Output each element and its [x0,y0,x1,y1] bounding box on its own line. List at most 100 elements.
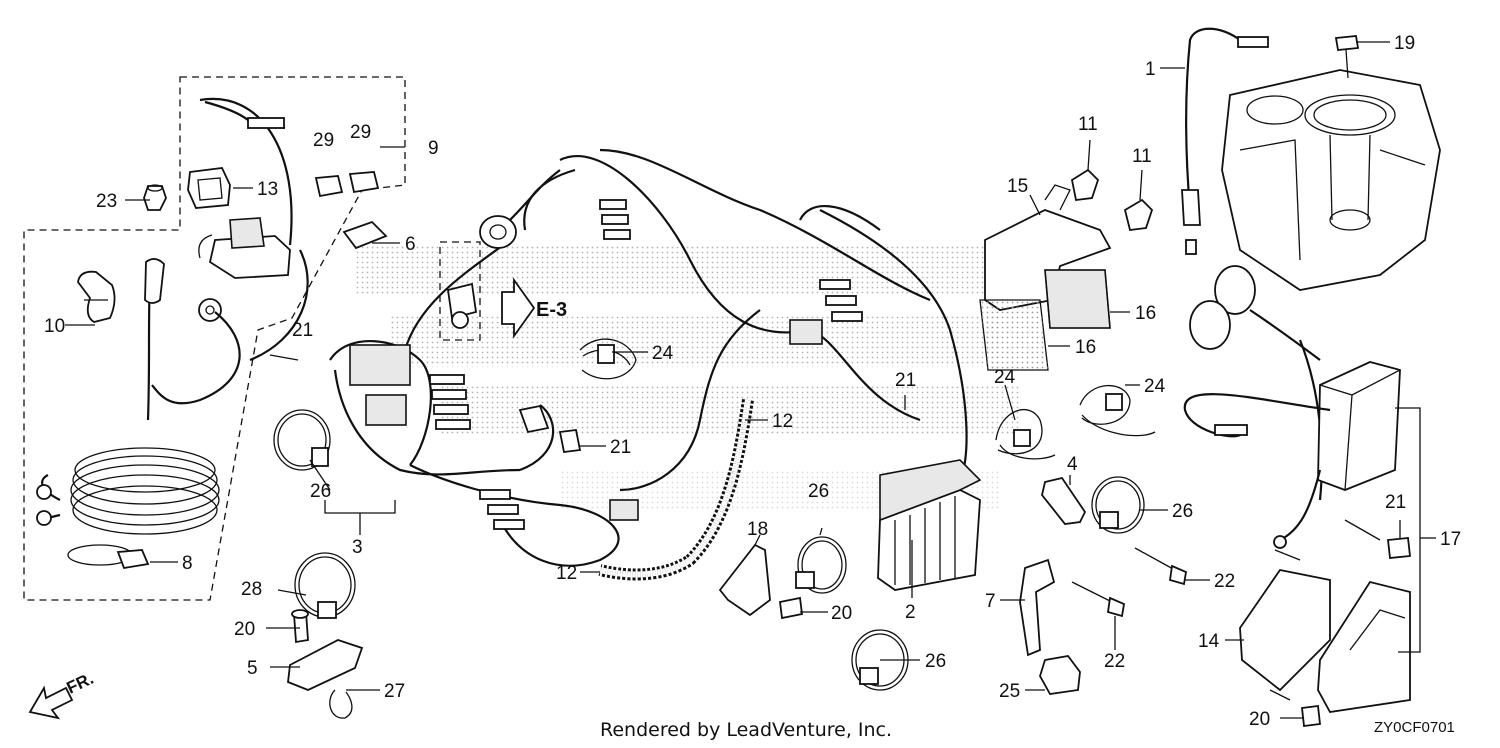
callout-21-b[interactable]: 21 [610,437,631,458]
part-stay-7[interactable] [1019,558,1056,657]
part-clip-6[interactable] [342,220,388,250]
part-grommet-e3[interactable] [479,169,561,249]
callout-25[interactable]: 25 [999,681,1020,702]
part-nut-23[interactable] [143,184,167,211]
part-bracket-5[interactable] [287,639,364,691]
callout-11-a[interactable]: 11 [1078,114,1098,135]
callout-21-d[interactable]: 21 [1385,492,1406,513]
part-band-24-right-b[interactable] [1079,384,1156,437]
part-main-harness[interactable] [329,148,968,567]
callout-12-b[interactable]: 12 [556,563,577,584]
callout-26-b[interactable]: 26 [808,481,829,502]
callout-26-d[interactable]: 26 [925,651,946,672]
part-connector-29a[interactable] [314,175,344,198]
callout-11-b[interactable]: 11 [1132,146,1152,167]
kit-outline [23,76,406,601]
callout-4[interactable]: 4 [1067,454,1078,475]
callout-21-c[interactable]: 21 [895,370,916,391]
callout-14[interactable]: 14 [1198,631,1220,652]
callout-20-b[interactable]: 20 [831,603,852,624]
callout-24-a[interactable]: 24 [652,343,674,364]
part-cushion-16-a[interactable] [1044,269,1111,329]
diagram-code: ZY0CF0701 [1374,719,1455,736]
part-cushion-16-b[interactable] [979,299,1049,371]
callout-24-b[interactable]: 24 [994,367,1016,388]
callout-10[interactable]: 10 [44,316,65,337]
part-bolt-21-right[interactable] [1387,537,1411,559]
part-clip-11-b[interactable] [1123,198,1154,231]
callout-5[interactable]: 5 [247,658,258,679]
part-regulator-2[interactable] [877,459,982,591]
part-band-24-right-a[interactable] [995,409,1056,460]
callout-3[interactable]: 3 [352,537,363,558]
part-ignition-coil[interactable] [198,97,293,279]
callout-labels: 1 2 3 4 5 6 7 8 9 10 11 11 12 12 13 14 1… [44,33,1461,730]
part-clip-13[interactable] [187,167,231,209]
part-bracket-18[interactable] [718,543,771,617]
callout-9[interactable]: 9 [428,138,439,159]
part-bolt-20-center[interactable] [779,596,803,620]
part-cover-14-a[interactable] [1239,569,1331,692]
part-boot-10[interactable] [77,270,116,323]
part-switch-e3[interactable] [439,241,481,341]
part-clamp-8[interactable] [67,544,150,570]
leader-lines [65,41,1436,719]
callout-6[interactable]: 6 [405,234,416,255]
callout-28[interactable]: 28 [241,579,262,600]
callout-13[interactable]: 13 [257,179,278,200]
part-stay-4[interactable] [1041,476,1087,525]
callout-1[interactable]: 1 [1145,59,1156,80]
callout-26-a[interactable]: 26 [310,481,331,502]
part-cable-1[interactable] [1181,27,1269,255]
part-grommet-wire[interactable] [151,249,309,405]
part-bolt-19[interactable] [1334,35,1360,79]
part-plug-cap[interactable] [144,258,165,304]
part-band-26-bottom[interactable] [851,629,909,691]
part-bolt-22-b[interactable] [1071,581,1126,618]
part-connector-29b[interactable] [348,171,380,194]
part-band-26-center[interactable] [795,536,847,594]
part-bolt-22-a[interactable] [1134,547,1188,586]
front-direction-arrow: FR. [28,669,97,720]
part-cover-14-b[interactable] [1317,580,1411,713]
part-plug-caps-17[interactable] [1189,265,1323,501]
part-band-26-left[interactable] [273,409,331,471]
callout-2[interactable]: 2 [905,602,916,623]
part-cdi-unit-17[interactable] [1317,361,1401,491]
callout-26-c[interactable]: 26 [1172,501,1193,522]
callout-22-a[interactable]: 22 [1214,571,1235,592]
part-wire-17-lead[interactable] [1183,393,1331,549]
callout-18[interactable]: 18 [747,519,768,540]
callout-7[interactable]: 7 [985,591,996,612]
part-clip-27[interactable] [329,689,353,719]
callout-23[interactable]: 23 [96,191,117,212]
callout-16-b[interactable]: 16 [1075,337,1096,358]
callout-21-a[interactable]: 21 [292,320,313,341]
callout-8[interactable]: 8 [182,553,193,574]
part-clip-11-a[interactable] [1070,168,1100,201]
callout-12-a[interactable]: 12 [772,411,793,432]
reference-arrow-e3[interactable]: E-3 [501,277,567,339]
callout-27[interactable]: 27 [384,681,405,702]
part-bolt-20-right[interactable] [1301,704,1321,728]
callout-29-a[interactable]: 29 [313,130,334,151]
part-clamp-28[interactable] [294,552,356,619]
callout-29-b[interactable]: 29 [350,122,371,143]
callout-20-c[interactable]: 20 [1249,709,1270,730]
callout-17[interactable]: 17 [1440,529,1461,550]
part-bolt-20-left[interactable] [291,609,309,644]
part-spiral-tube-12[interactable] [598,399,754,581]
part-clip-25[interactable] [1039,655,1081,695]
callout-15[interactable]: 15 [1007,176,1028,197]
part-cable-coil[interactable] [36,269,220,535]
part-band-24-left[interactable] [579,338,637,380]
callout-24-c[interactable]: 24 [1144,376,1166,397]
part-band-26-right[interactable] [1091,476,1145,534]
part-bolt-21-center[interactable] [518,404,582,453]
callout-20-a[interactable]: 20 [234,619,255,640]
callout-16-a[interactable]: 16 [1135,303,1156,324]
callout-19[interactable]: 19 [1394,33,1415,54]
callout-22-b[interactable]: 22 [1104,651,1125,672]
